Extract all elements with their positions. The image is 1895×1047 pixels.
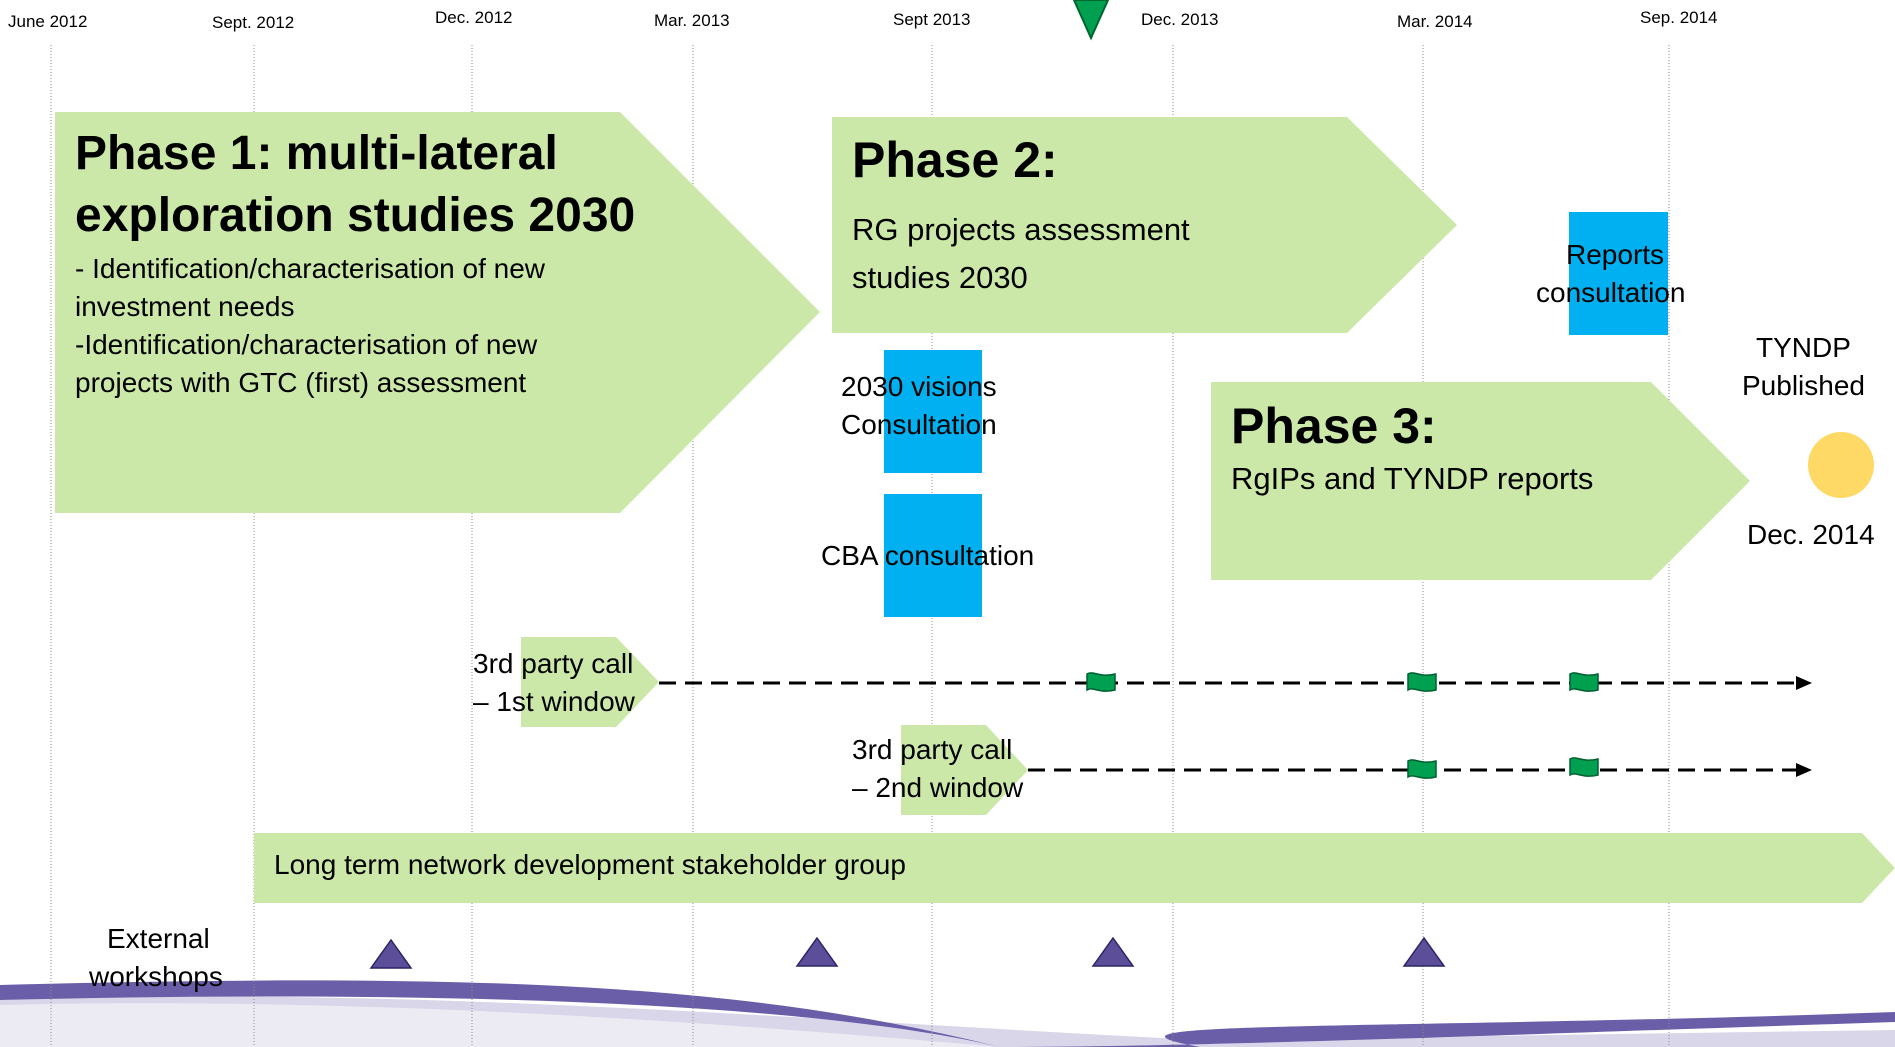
phase2-arrow (832, 117, 1457, 333)
tyndp-date-label: Dec. 2014 (1747, 519, 1875, 550)
month-label: Mar. 2014 (1397, 12, 1473, 31)
tyndp-published-dot (1808, 432, 1874, 498)
visions-consultation-box (884, 350, 982, 473)
month-label: Sept. 2012 (212, 13, 295, 32)
phase3-subtitle: RgIPs and TYNDP reports (1231, 461, 1594, 496)
workshop-triangle-icon (795, 936, 839, 967)
phase1-item: -Identification/characterisation of new (75, 329, 538, 360)
stakeholder-group-arrow (254, 833, 1895, 903)
phase3-arrow (1211, 382, 1750, 580)
visions-consultation-label: Consultation (841, 409, 997, 440)
month-label: Sept 2013 (893, 10, 971, 29)
phase1-item: projects with GTC (first) assessment (75, 367, 527, 398)
third-party-window1-arrow (521, 637, 659, 727)
third-party-window2-arrow (901, 725, 1028, 815)
cba-consultation-label: CBA consultation (821, 540, 1035, 571)
flag-icon (1569, 672, 1599, 692)
reports-consultation-label: Reports (1566, 239, 1665, 270)
month-label: Sep. 2014 (1640, 8, 1718, 27)
third-party-window1-timeline-arrowhead (1796, 676, 1812, 690)
phase2-line1: RG projects assessment (852, 212, 1190, 247)
milestone-flags (1086, 672, 1599, 779)
phase1-item: investment needs (75, 291, 295, 322)
bottom-wave-stripe (0, 980, 1895, 1047)
flag-icon (1086, 672, 1116, 692)
month-label: Dec. 2013 (1141, 10, 1219, 29)
third-party-window2-timeline-arrowhead (1796, 763, 1812, 777)
month-label: Mar. 2013 (654, 11, 730, 30)
current-date-marker (1072, 0, 1110, 41)
month-label: Dec. 2012 (435, 8, 513, 27)
flag-icon (1407, 672, 1437, 692)
stakeholder-group-label: Long term network development stakeholde… (274, 849, 906, 880)
phase1-title-line1: Phase 1: multi-lateral (75, 127, 558, 180)
workshop-triangle-icon (1402, 936, 1446, 967)
third-party-window2-label: 3rd party call (852, 734, 1013, 765)
phase2-title: Phase 2: (852, 132, 1058, 188)
third-party-window2-label: – 2nd window (852, 772, 1024, 803)
third-party-window1-label: 3rd party call (473, 648, 634, 679)
phase3-title: Phase 3: (1231, 398, 1437, 454)
tyndp-label: TYNDP (1756, 332, 1851, 363)
month-label: June 2012 (8, 12, 88, 31)
workshop-triangle-icon (369, 938, 413, 969)
phase1-title-line2: exploration studies 2030 (75, 189, 636, 242)
external-workshops-label: External (107, 923, 210, 954)
flag-icon (1407, 759, 1437, 779)
bottom-wave-light (0, 1003, 1000, 1047)
flag-icon (1569, 757, 1599, 777)
reports-consultation-label: consultation (1536, 277, 1686, 308)
phase2-line2: studies 2030 (852, 260, 1028, 295)
visions-consultation-label: 2030 visions (841, 371, 997, 402)
third-party-window1-label: – 1st window (473, 686, 635, 717)
tyndp-label: Published (1742, 370, 1865, 401)
phase1-arrow (55, 112, 820, 513)
cba-consultation-box (884, 494, 982, 617)
reports-consultation-box (1569, 212, 1668, 335)
workshop-triangle-icon (1091, 936, 1135, 967)
phase1-item: - Identification/characterisation of new (75, 253, 546, 284)
workshop-markers (369, 936, 1446, 969)
external-workshops-label: workshops (89, 961, 223, 992)
